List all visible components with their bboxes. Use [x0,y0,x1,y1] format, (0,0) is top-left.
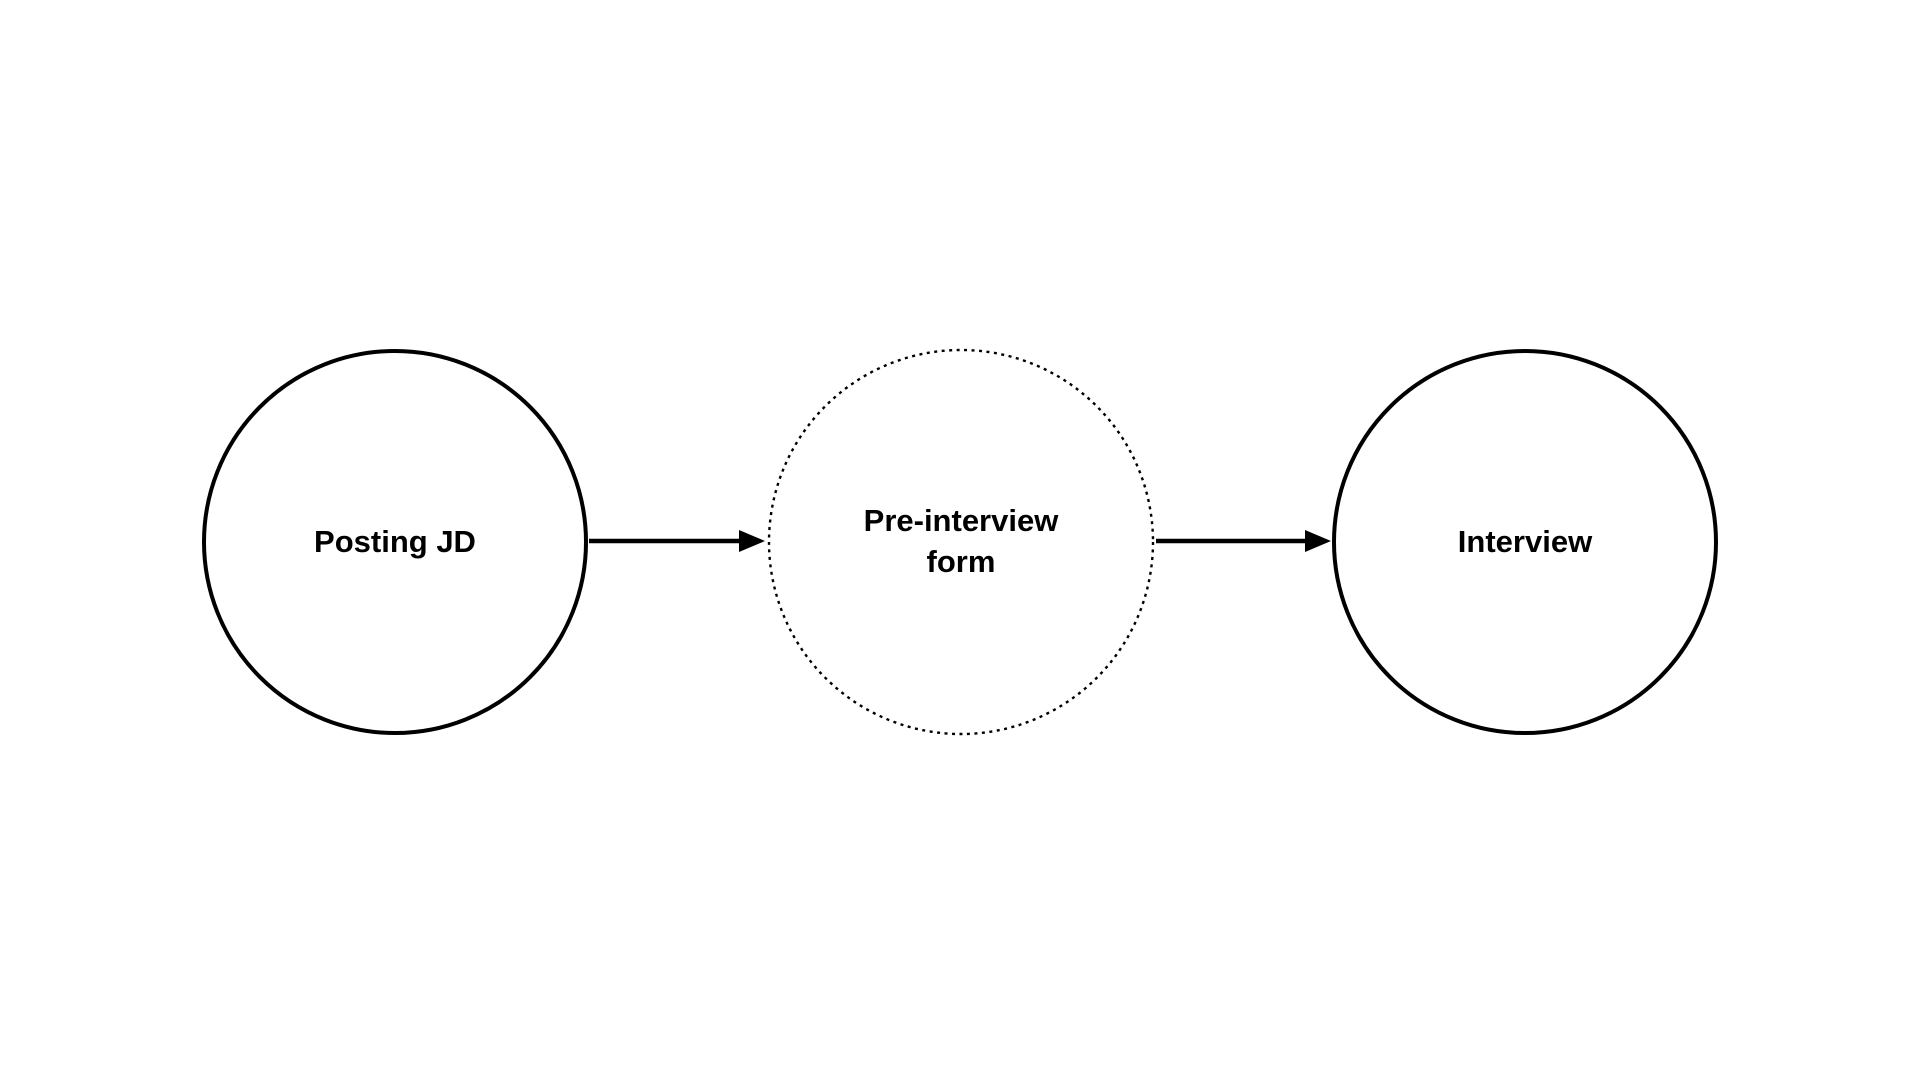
edge-posting-jd-to-pre-interview-form [589,530,765,552]
edge-arrowhead-icon [739,530,765,552]
node-interview[interactable]: Interview [1457,523,1593,559]
edge-pre-interview-form-to-interview [1156,530,1331,552]
node-circle-interview [1332,349,1718,735]
edge-arrowhead-icon [1305,530,1331,552]
node-circle-posting-jd [202,349,588,735]
node-posting-jd[interactable]: Posting JD [314,523,476,559]
node-pre-interview-form[interactable]: Pre-interview form [863,503,1059,579]
node-circle-pre-interview-form [767,348,1155,736]
